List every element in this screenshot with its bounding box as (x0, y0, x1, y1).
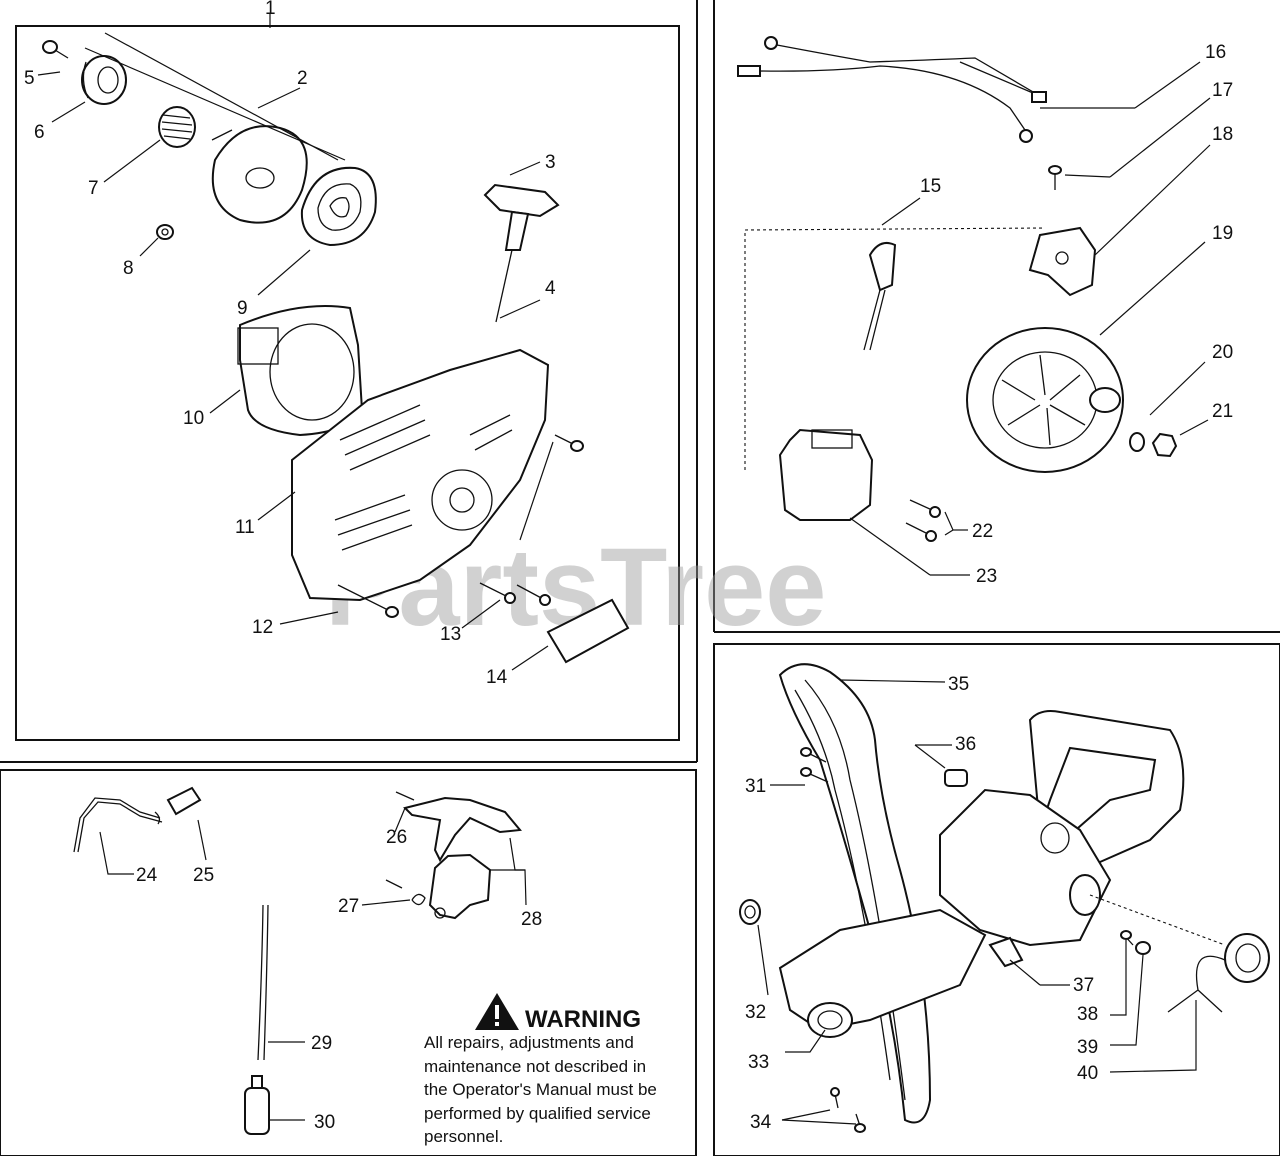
callout-38: 38 (1077, 1004, 1098, 1025)
warning-line-4: performed by qualified service (424, 1104, 651, 1123)
callout-16: 16 (1205, 42, 1226, 63)
warning-line-3: the Operator's Manual must be (424, 1080, 657, 1099)
starter-panel-box (15, 25, 680, 741)
callout-33: 33 (748, 1052, 769, 1073)
part-17-screw (1048, 165, 1062, 190)
callout-27: 27 (338, 896, 359, 917)
part-5-screw (42, 40, 69, 59)
callout-36: 36 (955, 734, 976, 755)
part-36-bushing (944, 769, 968, 787)
part-22-screws (905, 499, 941, 542)
part-29-fuel-line (257, 904, 269, 1061)
callout-25: 25 (193, 865, 214, 886)
part-35-handlebar (778, 663, 932, 1124)
callout-29: 29 (311, 1033, 332, 1054)
handle-panel-box (713, 643, 1280, 1156)
callout-35: 35 (948, 674, 969, 695)
fuel-callouts: 24 25 26 27 28 29 30 (136, 827, 542, 1133)
handle-parts (739, 663, 1270, 1133)
part-15-coil (778, 242, 897, 521)
part-9-recoil (300, 166, 377, 247)
callout-23: 23 (976, 566, 997, 587)
callout-1: 1 (265, 0, 276, 19)
callout-5: 5 (24, 68, 35, 89)
callout-21: 21 (1212, 401, 1233, 422)
callout-37: 37 (1073, 975, 1094, 996)
warning-block: WARNING All repairs, adjustments and mai… (424, 993, 657, 1146)
part-7-spring (158, 106, 196, 148)
callout-26: 26 (386, 827, 407, 848)
part-16-wire-harness (737, 36, 1047, 143)
callout-22: 22 (972, 521, 993, 542)
callout-3: 3 (545, 152, 556, 173)
callout-9: 9 (237, 298, 248, 319)
part-2-plate (211, 125, 308, 224)
warning-line-5: personnel. (424, 1127, 503, 1146)
fuel-leader-lines (99, 807, 527, 1121)
part-32-grommet (739, 899, 761, 925)
callout-6: 6 (34, 122, 45, 143)
callout-18: 18 (1212, 124, 1233, 145)
callout-14: 14 (486, 667, 508, 688)
ignition-leader-lines (744, 61, 1211, 576)
starter-callouts: 1 2 3 4 5 6 7 8 9 10 11 12 13 14 (24, 0, 556, 688)
part-28-lockout (428, 853, 492, 920)
callout-34: 34 (750, 1112, 772, 1133)
fuel-parts (73, 786, 522, 1135)
callout-32: 32 (745, 1002, 766, 1023)
callout-39: 39 (1077, 1037, 1098, 1058)
parts-12-13-screws (337, 434, 584, 618)
callout-28: 28 (521, 909, 542, 930)
ignition-callouts: 15 16 17 18 19 20 21 22 23 (920, 42, 1233, 587)
callout-31: 31 (745, 776, 766, 797)
part-3-handle (483, 183, 560, 323)
part-26-trigger (395, 791, 522, 863)
part-10-fan-housing (237, 305, 364, 437)
part-30-filter (244, 1075, 270, 1135)
callout-19: 19 (1212, 223, 1233, 244)
callout-4: 4 (545, 278, 556, 299)
part-14-label (546, 598, 630, 664)
part-8-washer (156, 224, 174, 240)
callout-30: 30 (314, 1112, 335, 1133)
callout-40: 40 (1077, 1063, 1098, 1084)
part-21-nut (1129, 432, 1178, 458)
callout-11: 11 (235, 517, 255, 538)
callout-12: 12 (252, 617, 273, 638)
part-27-spring (385, 879, 426, 906)
part-18-module (1028, 226, 1097, 297)
part-19-flywheel (966, 327, 1124, 473)
rear-handle-housing (778, 710, 1185, 1038)
callout-7: 7 (88, 178, 99, 199)
starter-parts (42, 40, 630, 664)
callout-17: 17 (1212, 80, 1233, 101)
part-40-fuel-cap (1167, 933, 1270, 1013)
part-34-screws (830, 1087, 866, 1133)
part-37-mount (988, 936, 1024, 968)
part-24-rod (73, 797, 163, 853)
ignition-parts (737, 36, 1178, 542)
handle-leader-lines (757, 679, 1226, 1125)
part-31-screws (800, 747, 829, 783)
warning-line-2: maintenance not described in (424, 1057, 646, 1076)
callout-24: 24 (136, 865, 158, 886)
parts-38-39 (1120, 930, 1151, 955)
warning-line-1: All repairs, adjustments and (424, 1033, 634, 1052)
callout-2: 2 (297, 68, 308, 89)
handle-callouts: 31 32 33 34 35 36 37 38 39 40 (745, 674, 1098, 1133)
callout-15: 15 (920, 176, 941, 197)
fuel-panel-box (0, 769, 697, 1156)
callout-10: 10 (183, 408, 204, 429)
callout-20: 20 (1212, 342, 1233, 363)
part-25-sleeve (166, 786, 202, 816)
part-11-starter-cover (291, 348, 550, 602)
starter-leader-lines (37, 14, 554, 671)
callout-8: 8 (123, 258, 134, 279)
warning-title: WARNING (525, 1006, 641, 1033)
callout-13: 13 (440, 624, 461, 645)
